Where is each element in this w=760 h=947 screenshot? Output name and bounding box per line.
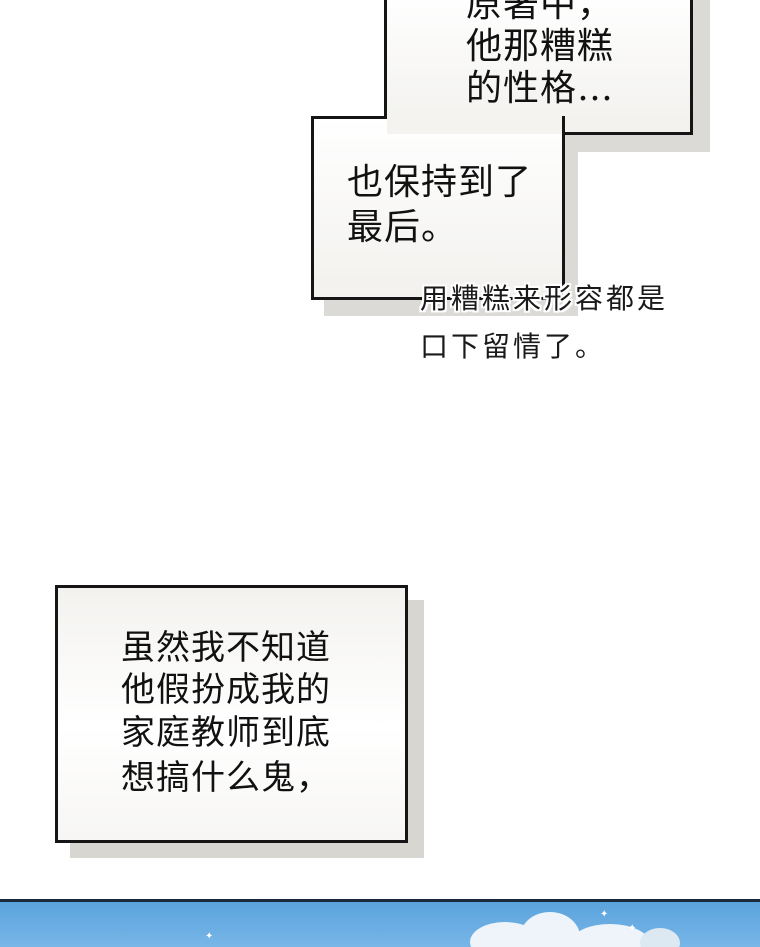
middle-narration-box xyxy=(55,585,408,843)
middle-box-line-4: 想搞什么鬼， xyxy=(121,758,331,798)
side-note-line-1: 用糟糕来形容都是 xyxy=(420,282,669,315)
cloud xyxy=(640,928,680,947)
top-box-line-3: 的性格… xyxy=(466,68,615,109)
side-note-line-2: 口下留情了。 xyxy=(420,330,607,363)
sky-panel: ✦ ✦ ✦ xyxy=(0,899,760,947)
sparkle-icon: ✦ xyxy=(600,909,609,920)
sparkle-icon: ✦ xyxy=(205,931,214,942)
top-narration-box xyxy=(384,0,693,135)
cloud xyxy=(570,924,650,947)
middle-box-line-2: 他假扮成我的 xyxy=(121,670,331,710)
lower-box-line-1: 也保持到了 xyxy=(347,162,533,203)
lower-narration-box xyxy=(311,116,565,300)
middle-box-line-3: 家庭教师到底 xyxy=(121,713,331,753)
top-box-line-2: 他那糟糕 xyxy=(466,26,615,67)
sparkle-icon: ✦ xyxy=(628,923,637,934)
box-joint xyxy=(387,116,562,134)
top-box-line-1: 原著中， xyxy=(466,0,615,25)
lower-box-line-2: 最后。 xyxy=(347,207,459,248)
middle-box-line-1: 虽然我不知道 xyxy=(121,628,331,668)
